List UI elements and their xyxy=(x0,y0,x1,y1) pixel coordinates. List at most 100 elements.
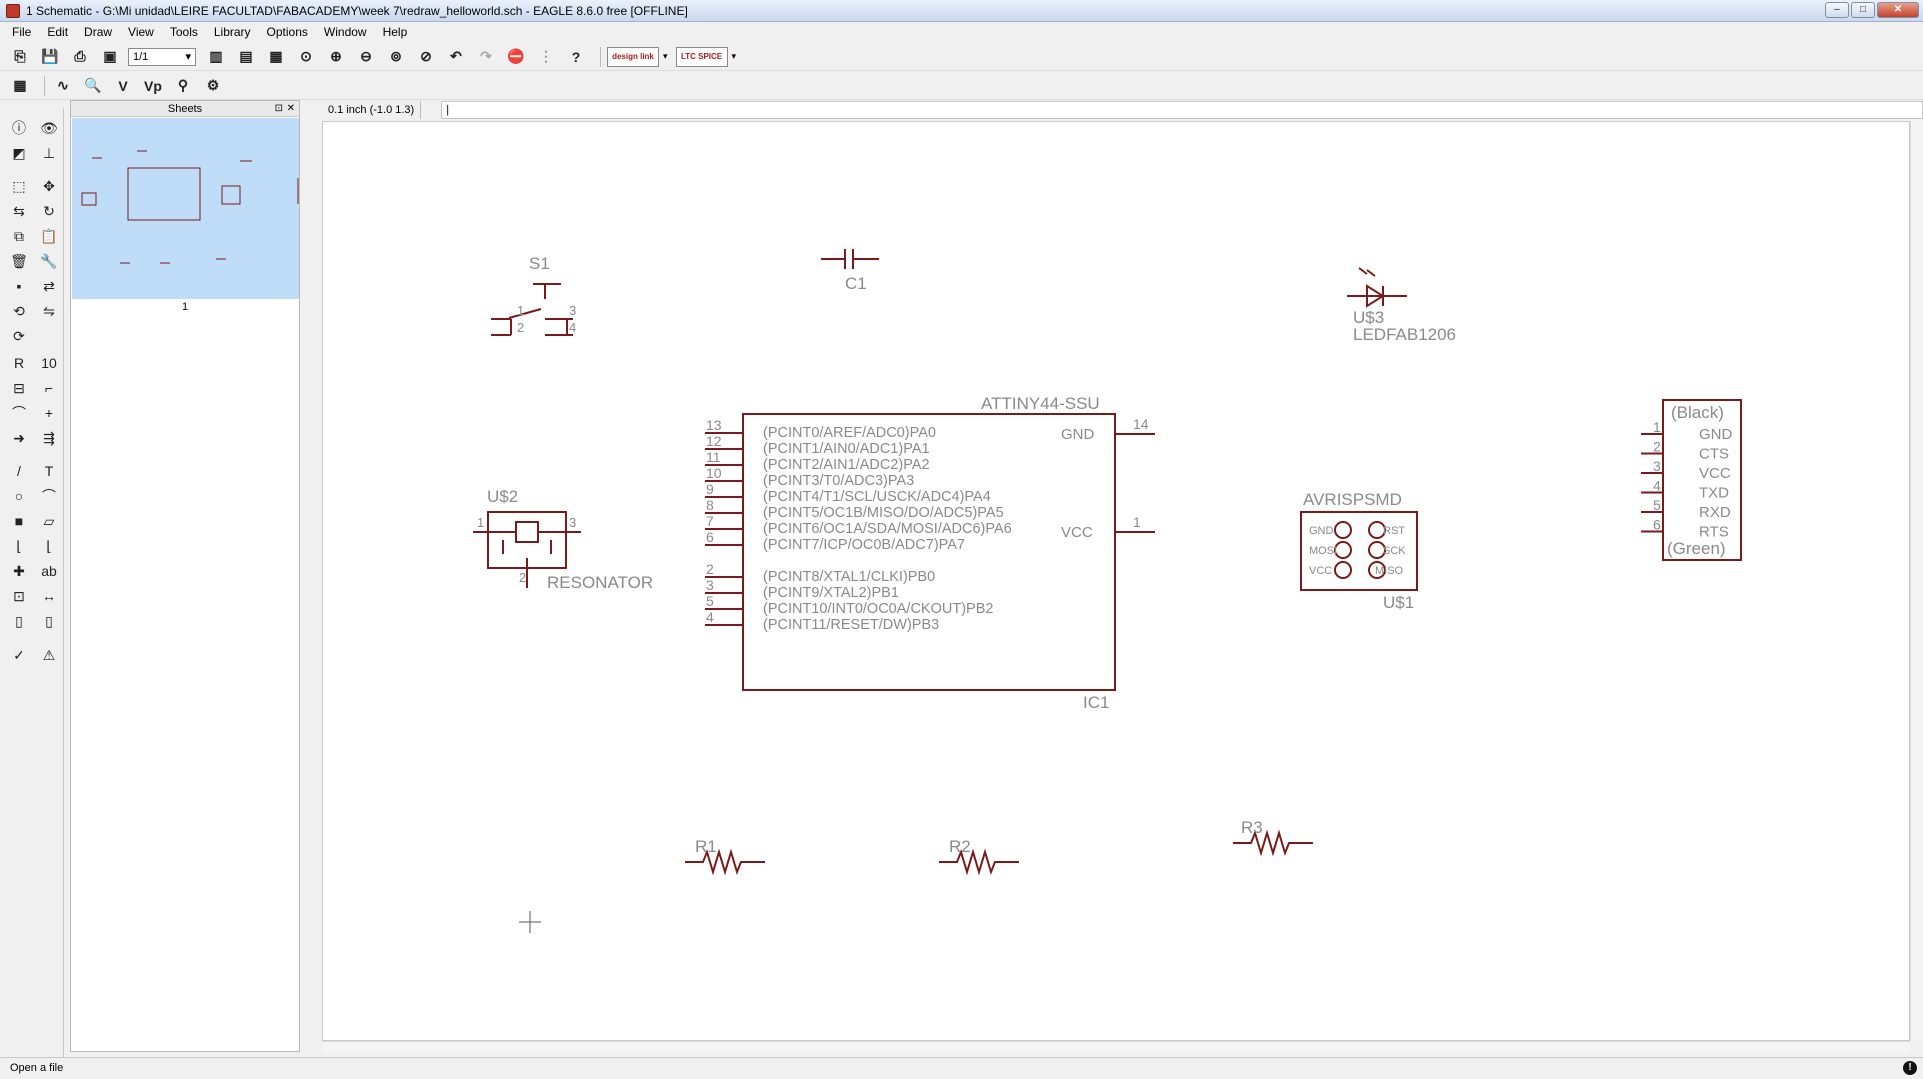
schematic-canvas[interactable]: S1 1 2 3 4 C1 U$3 LEDFAB1206 U$2 1 2 3 R… xyxy=(322,121,1910,1041)
vertical-scrollbar[interactable] xyxy=(1910,121,1923,1041)
zoom-in-icon[interactable]: ⊕ xyxy=(330,48,342,64)
info-icon[interactable]: ! xyxy=(1903,1061,1917,1075)
replace-icon[interactable]: ⇄ xyxy=(43,277,55,294)
arc-icon[interactable]: ⌒ xyxy=(42,488,56,504)
copy-icon[interactable]: ⧉ xyxy=(14,227,24,244)
value-tool-icon[interactable]: 10 xyxy=(41,355,57,371)
horizontal-scrollbar[interactable] xyxy=(322,1041,1910,1054)
mirror-icon[interactable]: ⇆ xyxy=(13,202,25,219)
smash-icon[interactable]: ⊟ xyxy=(13,379,25,396)
print-icon[interactable]: ⎙ xyxy=(74,48,86,64)
maximize-button[interactable]: □ xyxy=(1851,2,1875,18)
resistor-r3[interactable] xyxy=(1233,829,1313,857)
led-u3[interactable] xyxy=(1347,267,1407,308)
schematic-drawing[interactable]: S1 1 2 3 4 C1 U$3 LEDFAB1206 U$2 1 2 3 R… xyxy=(323,122,1911,1042)
menu-window[interactable]: Window xyxy=(323,25,367,39)
menu-library[interactable]: Library xyxy=(213,25,251,39)
zoom-redraw-icon[interactable]: ⊚ xyxy=(390,48,402,64)
net-tool-icon[interactable]: ⌊ xyxy=(16,537,22,554)
chevron-down-icon[interactable]: ▾ xyxy=(663,51,668,61)
circle-icon[interactable]: ○ xyxy=(14,488,24,504)
junction-icon[interactable]: + xyxy=(44,405,54,421)
rotate-icon[interactable]: ↻ xyxy=(43,202,55,219)
info-icon[interactable]: ⓘ xyxy=(12,120,26,136)
label-icon[interactable]: ab xyxy=(41,563,57,579)
resistor-r1[interactable] xyxy=(685,848,765,876)
rectangle-icon[interactable]: ■ xyxy=(14,513,24,529)
grid-icon[interactable]: ▦ xyxy=(13,77,27,93)
command-line-input[interactable]: | xyxy=(441,101,1923,119)
mark-icon[interactable]: ⊥ xyxy=(42,144,56,161)
vp-icon[interactable]: Vp xyxy=(144,77,162,94)
line-icon[interactable]: / xyxy=(17,463,21,479)
erc-icon[interactable]: ✓ xyxy=(13,646,25,663)
pin-swap-icon[interactable]: ⟳ xyxy=(13,327,25,344)
menu-view[interactable]: View xyxy=(128,25,154,39)
capacitor-c1[interactable] xyxy=(821,249,879,269)
search-icon[interactable]: 🔍 xyxy=(84,77,102,93)
text-icon[interactable]: T xyxy=(44,463,54,479)
zoom-out-icon[interactable]: ⊖ xyxy=(360,48,372,64)
menu-options[interactable]: Options xyxy=(266,25,308,39)
menu-edit[interactable]: Edit xyxy=(47,25,69,39)
board-icon[interactable]: ▥ xyxy=(209,48,223,64)
redo-icon[interactable]: ↷ xyxy=(480,48,492,64)
warning-icon[interactable]: ⚠ xyxy=(42,646,56,663)
sheet-selector[interactable]: 1/1 ▾ xyxy=(128,47,196,66)
zoom-select-icon[interactable]: ⊘ xyxy=(420,48,432,64)
module-icon[interactable]: ▯ xyxy=(45,612,53,629)
switch-s1[interactable] xyxy=(491,283,573,336)
avrisp-u1[interactable] xyxy=(1300,511,1418,591)
close-button[interactable]: ✕ xyxy=(1877,2,1919,18)
bus-tool-icon[interactable]: ⌊ xyxy=(46,537,52,554)
close-icon[interactable]: ✕ xyxy=(286,103,295,114)
name-icon[interactable]: R xyxy=(13,355,25,371)
add-part-icon[interactable]: ▪ xyxy=(16,278,22,294)
stop-icon[interactable]: ⛔ xyxy=(507,48,525,64)
zoom-fit-icon[interactable]: ⊙ xyxy=(300,48,312,64)
attribute-icon[interactable]: ⊡ xyxy=(13,587,25,604)
frame-icon[interactable]: ▯ xyxy=(15,612,23,629)
go-icon[interactable]: ⋮ xyxy=(539,48,553,64)
resistor-r2[interactable] xyxy=(939,848,1019,876)
junction-tool-icon[interactable]: ✚ xyxy=(13,562,25,579)
select-icon[interactable]: ⬚ xyxy=(12,177,26,194)
net-icon[interactable]: ⚲ xyxy=(177,77,189,93)
ulp-icon[interactable]: ▦ xyxy=(269,48,283,64)
layer-icon[interactable]: ◩ xyxy=(12,144,26,161)
undo-icon[interactable]: ↶ xyxy=(450,48,462,64)
delete-icon[interactable]: 🗑 xyxy=(10,252,28,269)
invoke-icon[interactable]: ⟲ xyxy=(13,302,25,319)
script-icon[interactable]: ▤ xyxy=(239,48,253,64)
sheet-number[interactable]: 1 xyxy=(181,301,189,313)
ic1-body[interactable] xyxy=(705,413,1155,691)
gear-icon[interactable]: ⚙ xyxy=(206,77,220,93)
cam-icon[interactable]: ▣ xyxy=(103,48,117,64)
open-icon[interactable]: ⎘ xyxy=(14,48,26,64)
save-icon[interactable]: 💾 xyxy=(41,48,59,64)
resonator-u2[interactable] xyxy=(473,511,581,588)
paste-icon[interactable]: 📋 xyxy=(40,227,58,244)
wire-style-icon[interactable]: ∿ xyxy=(57,77,69,93)
chevron-down-icon[interactable]: ▾ xyxy=(731,51,737,61)
minimize-button[interactable]: – xyxy=(1825,2,1849,18)
menu-tools[interactable]: Tools xyxy=(169,25,198,39)
split-icon[interactable]: ⌒ xyxy=(12,405,26,421)
dimension-icon[interactable]: ↔ xyxy=(42,588,56,604)
gate-swap-icon[interactable]: ⇋ xyxy=(43,302,55,319)
menu-help[interactable]: Help xyxy=(382,25,408,39)
value-icon[interactable]: V xyxy=(118,77,128,94)
polygon-icon[interactable]: ▱ xyxy=(43,512,55,529)
help-icon[interactable]: ? xyxy=(571,48,581,65)
ltspice-button[interactable]: LTC SPICE xyxy=(675,46,728,67)
move-icon[interactable]: ✥ xyxy=(43,177,55,194)
menu-file[interactable]: File xyxy=(12,25,32,39)
design-link-button[interactable]: design link xyxy=(607,46,659,67)
pin-icon[interactable]: ⊡ xyxy=(274,103,283,114)
ftdi-header[interactable] xyxy=(1641,399,1742,561)
menu-draw[interactable]: Draw xyxy=(84,25,113,39)
sheet-thumbnail[interactable] xyxy=(72,118,299,299)
wrench-icon[interactable]: 🔧 xyxy=(40,252,58,269)
eye-icon[interactable]: 👁 xyxy=(40,119,58,136)
netclass-icon[interactable]: ⇶ xyxy=(43,429,55,446)
